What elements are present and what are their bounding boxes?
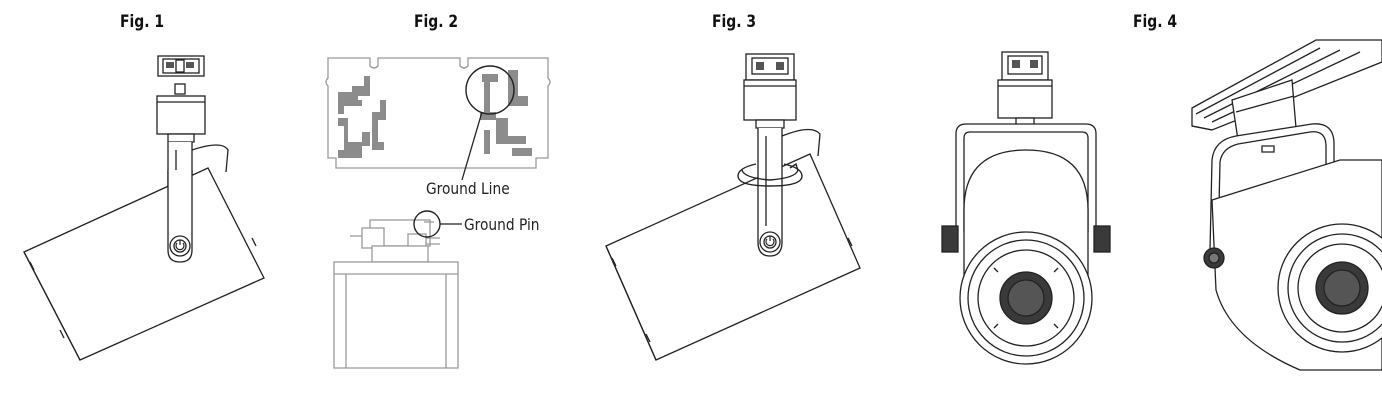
- fig-4-title: Fig. 4: [1133, 12, 1178, 32]
- fig-2-adapter-side-view: [333, 210, 462, 369]
- fig-4-front-view: [941, 51, 1111, 365]
- fig-2-track-profile: [325, 57, 551, 181]
- fig-2-ground-line-circle: [465, 65, 515, 115]
- fig-2-title: Fig. 2: [414, 12, 459, 32]
- fig-3-lamp-housing: [605, 153, 861, 361]
- fig-1-adapter-body: [156, 95, 206, 143]
- fig-3-title: Fig. 3: [712, 12, 757, 32]
- fig-1-adapter-head: [157, 55, 205, 77]
- fig-3-rotation-arrow: [737, 162, 803, 187]
- ground-line-label: Ground Line: [426, 179, 510, 198]
- fig-1-track-light-tilted: [23, 55, 265, 361]
- fig-2-left-conductors: [338, 76, 386, 158]
- fig-3-track-light-rotate: [605, 53, 861, 361]
- fig-1-title: Fig. 1: [120, 12, 165, 32]
- fig-2-ground-line-leader: [461, 111, 483, 181]
- fig-4-perspective-view: [1191, 39, 1382, 371]
- ground-pin-label: Ground Pin: [464, 215, 540, 234]
